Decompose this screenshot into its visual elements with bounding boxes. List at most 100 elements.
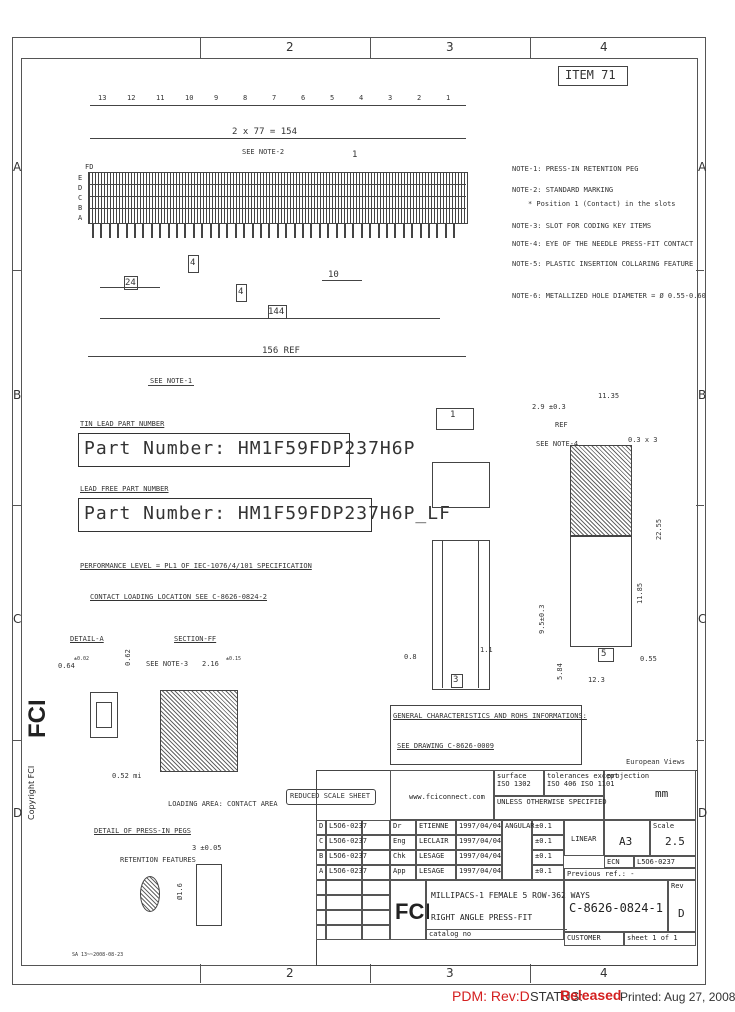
dim-24-line (100, 287, 160, 288)
fd-label: FD (85, 163, 94, 171)
copyright: Copyright FCI (27, 765, 36, 820)
press-fit-pin (176, 224, 178, 238)
revision-empty-cell (316, 910, 326, 925)
press-fit-pin (125, 224, 128, 238)
press-fit-pin (268, 224, 271, 238)
tolerance-value: ±0.1 (532, 820, 564, 835)
prev-ref: Previous ref.: - (567, 870, 635, 878)
lead-free-label: LEAD FREE PART NUMBER (80, 485, 169, 493)
press-fit-pin (428, 224, 430, 238)
zone-left-b: B (13, 388, 22, 402)
see-drawing: SEE DRAWING C-8626-0009 (397, 742, 494, 750)
dim-0-55: 0.55 (640, 655, 657, 663)
website-cell: www.fciconnect.com (390, 770, 494, 820)
approval-cell: App (390, 865, 416, 880)
detail-a-inner (96, 702, 112, 728)
column-number: 11 (156, 94, 165, 102)
revision-empty-cell (326, 925, 362, 940)
pdm-revision: PDM: Rev:D (452, 988, 530, 1004)
dim-4a-box (188, 255, 199, 273)
connector-body (88, 172, 468, 224)
title-line-2: RIGHT ANGLE PRESS-FIT (431, 913, 533, 922)
approval-cell: Eng (390, 835, 416, 850)
section-ff-216-tol: ±0.15 (226, 656, 242, 662)
side-profile-body (570, 535, 632, 647)
tin-lead-part-number: Part Number: HM1F59FDP237H6P (84, 438, 416, 459)
revision-empty-cell (326, 880, 362, 895)
press-fit-pin (134, 224, 136, 238)
revision-ecn: L5O6-0237 (326, 835, 367, 850)
reduced-scale-box (286, 789, 376, 805)
title-line-1: MILLIPACS-1 FEMALE 5 ROW-362 WAYS (431, 891, 590, 900)
detail-a-064: 0.64 (58, 662, 75, 670)
zone-divider (200, 37, 201, 58)
row-line (88, 208, 466, 209)
zone-divider (12, 740, 21, 741)
fci-logo-small: FCI (395, 899, 431, 924)
fci-logo-text: FCI (24, 699, 51, 738)
zone-divider (200, 964, 201, 983)
press-fit-pin (335, 224, 338, 238)
tin-lead-label: TIN LEAD PART NUMBER (80, 420, 165, 428)
dim-24: 24 (125, 278, 136, 288)
zone-bottom-3: 3 (446, 966, 454, 980)
prev-ref-cell: Previous ref.: - (564, 868, 696, 880)
press-fit-pin (411, 224, 414, 238)
section-ff-loading: LOADING AREA: CONTACT AREA (168, 800, 278, 808)
revision-letter: D (316, 820, 326, 835)
tolerance-value: ±0.1 (532, 865, 564, 880)
surface: surface (497, 772, 527, 780)
column-number: 10 (185, 94, 194, 102)
approval-cell: ETIENNE (416, 820, 456, 835)
zone-bottom-4: 4 (600, 966, 608, 980)
press-fit-pin (100, 224, 103, 238)
dim-11-35: 11.35 (598, 392, 620, 400)
tolerance-value: ±0.1 (532, 850, 564, 865)
zone-left-a: A (13, 160, 22, 174)
section-1: 1 (450, 410, 456, 420)
revision-ecn: L5O6-0237 (326, 820, 367, 835)
row-line (88, 184, 466, 185)
dim-4b-box (236, 284, 247, 302)
press-dim-3: 3 ±0.05 (192, 844, 222, 852)
press-fit-pin (360, 224, 363, 238)
revision-empty-cell (362, 895, 390, 910)
tolerance-value: ±0.1 (532, 835, 564, 850)
lead-free-part-number: Part Number: HM1F59FDP237H6P_LF (84, 503, 451, 524)
pitch-dim-line (90, 138, 466, 139)
press-fit-pin (108, 224, 111, 238)
press-fit-pin (167, 224, 170, 238)
lead-free-box (78, 498, 372, 532)
press-fit-pin (234, 224, 237, 238)
zone-divider (530, 37, 531, 58)
catalog-no: catalog no (427, 929, 567, 938)
dim-12-3: 12.3 (588, 676, 605, 684)
contact-loading: CONTACT LOADING LOCATION SEE C-8626-0824… (90, 593, 268, 601)
column-number: 7 (272, 94, 277, 102)
column-number: 3 (388, 94, 393, 102)
angular-cell: ANGULAR (502, 820, 535, 880)
ecn-number: L5O6-0237 (637, 858, 675, 866)
zone-right-b: B (698, 388, 707, 402)
retention-features: RETENTION FEATURES (120, 856, 196, 864)
revision-empty-cell (316, 880, 326, 895)
detail-a-064-tol: ±0.02 (74, 656, 90, 662)
press-fit-pin (142, 224, 145, 238)
approval-cell: LECLAIR (416, 835, 456, 850)
press-fit-pin (243, 224, 246, 238)
row-letter: D (78, 184, 83, 192)
press-fit-pin (453, 224, 456, 238)
press-fit-pin (251, 224, 254, 238)
format: A3 (619, 835, 633, 848)
rev-value: D (678, 907, 685, 920)
tolerance: tolerances except (547, 772, 619, 780)
press-dim-16: Ø1.6 (176, 883, 184, 900)
zone-left-d: D (13, 806, 23, 820)
customer: CUSTOMER (567, 934, 601, 942)
format-cell: A3 (604, 820, 650, 856)
revision-letter: C (316, 835, 326, 850)
row-letter: A (78, 214, 83, 222)
side-view-bottom (432, 540, 490, 690)
revision-letter: B (316, 850, 326, 865)
